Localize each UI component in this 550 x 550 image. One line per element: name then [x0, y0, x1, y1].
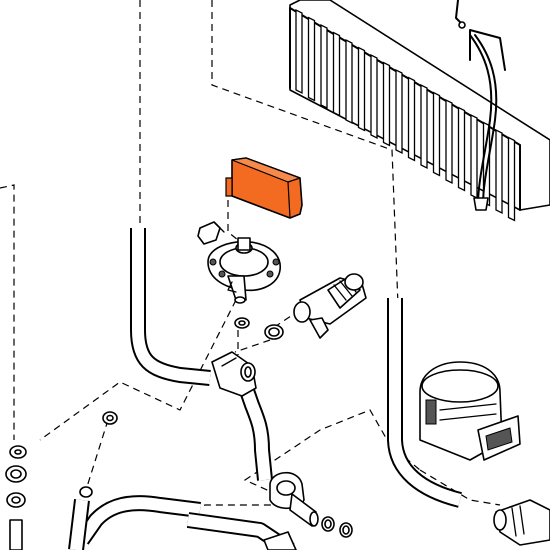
hose-coupler-bottom [263, 531, 297, 550]
hose-bottom-left [68, 499, 90, 550]
hose-clamp-bottom [79, 486, 93, 498]
drain-pump[interactable] [419, 361, 521, 461]
hose-right [387, 298, 463, 508]
o-ring-left [102, 411, 118, 425]
grille-bar [507, 136, 516, 222]
grille-bar [370, 53, 378, 140]
drain-o-rings [321, 516, 353, 538]
o-ring-small [234, 317, 250, 329]
retaining-clip [197, 221, 225, 245]
o-ring-medium [264, 324, 284, 340]
sensor-cable [455, 0, 498, 211]
pressure-switch[interactable] [207, 237, 281, 304]
grille-bar [457, 106, 466, 192]
grille-bar [332, 31, 341, 117]
grille-bar [382, 61, 391, 147]
outlet-fitting [493, 499, 550, 546]
drain-nozzle[interactable] [269, 471, 319, 527]
tee-connector[interactable] [211, 351, 257, 397]
washer-stack-left [5, 445, 27, 550]
grille-bar [445, 98, 453, 185]
pressure-sensor-cover[interactable] [225, 157, 303, 219]
grille-bar [295, 8, 303, 95]
filter-grille [289, 0, 550, 222]
grille-bar [345, 38, 353, 125]
leader-lines [0, 0, 501, 516]
grille-bar [320, 23, 328, 110]
grille-bar [407, 76, 416, 162]
hose-bottom [75, 495, 201, 545]
valve-fitting[interactable] [293, 273, 367, 339]
hose-center [236, 379, 273, 481]
grille-bar [307, 16, 316, 102]
grille-bar [470, 113, 478, 200]
grille-bar [432, 91, 441, 177]
grille-bar [495, 128, 503, 215]
grille-bar [395, 68, 403, 155]
grille-bar [357, 46, 366, 132]
grille-bar [420, 83, 428, 170]
hose-left [130, 228, 211, 386]
